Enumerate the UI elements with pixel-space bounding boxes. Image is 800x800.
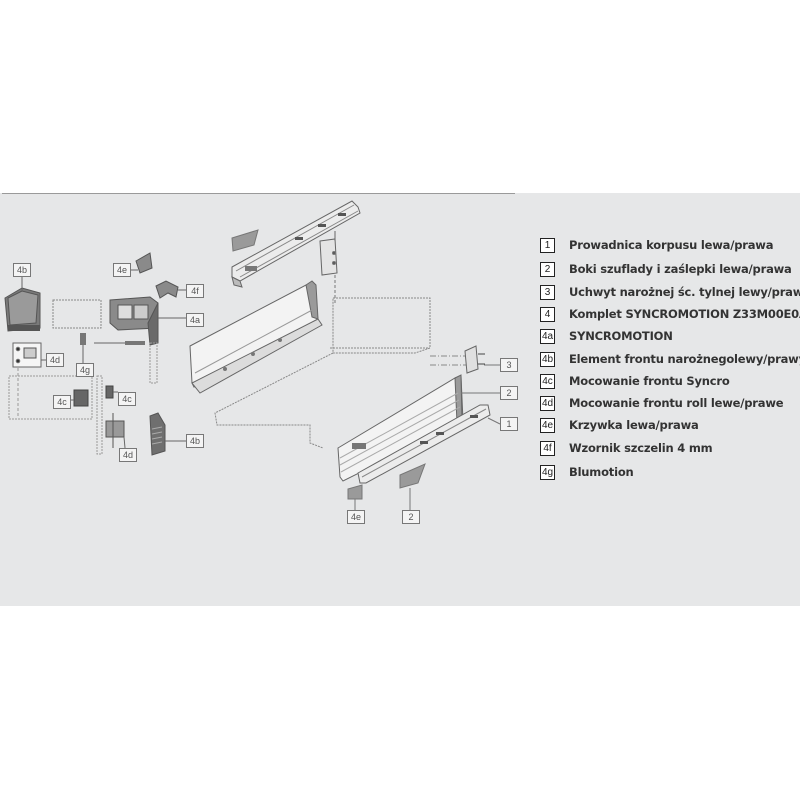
legend-label: SYNCROMOTION [569,329,673,343]
legend-item: 4c Mocowanie frontu Syncro [540,372,730,390]
legend-key: 4f [540,440,555,456]
callout-3: 3 [500,358,518,372]
legend-key: 2 [540,261,555,277]
syncromotion-unit-part [109,296,186,346]
legend-label: Wzornik szczelin 4 mm [569,441,713,455]
top-runner-part [231,200,361,288]
legend-label: Krzywka lewa/prawa [569,418,699,432]
legend-item: 4b Element frontu narożnegolewy/prawy [540,350,800,368]
callout-2: 2 [500,386,518,400]
exploded-assembly-drawing [4,200,501,510]
legend-key: 4g [540,464,555,480]
callout-4c: 4c [118,392,136,406]
callout-4b: 4b [186,434,204,448]
legend-item: 4d Mocowanie frontu roll lewe/prawe [540,394,784,412]
callout-4c: 4c [53,395,71,409]
legend-label: Komplet SYNCROMOTION Z33M00E0A6 [569,307,800,321]
legend-item: 4f Wzornik szczelin 4 mm [540,439,713,457]
legend-key: 1 [540,237,555,253]
legend-label: Element frontu narożnegolewy/prawy [569,352,800,366]
right-drawer-side-part [337,374,500,482]
legend-label: Prowadnica korpusu lewa/prawa [569,238,774,252]
left-drawer-side-part [189,280,323,394]
legend-item: 3 Uchwyt narożnej śc. tylnej lewy/prawy [540,283,800,301]
legend-item: 1 Prowadnica korpusu lewa/prawa [540,236,773,254]
legend-key: 3 [540,284,555,300]
legend-key: 4c [540,373,555,389]
legend-key: 4 [540,306,555,322]
bottom-runner-part [357,404,501,484]
legend-item: 4a SYNCROMOTION [540,327,673,345]
legend-label: Mocowanie frontu roll lewe/prawe [569,396,784,410]
legend-item: 2 Boki szuflady i zaślepki lewa/prawa [540,260,792,278]
legend-item: 4g Blumotion [540,463,634,481]
callout-1: 1 [500,417,518,431]
legend-key: 4d [540,395,555,411]
callout-4f: 4f [186,284,204,298]
callout-4d: 4d [46,353,64,367]
callout-2: 2 [402,510,420,524]
callout-4e: 4e [347,510,365,524]
callout-4a: 4a [186,313,204,327]
legend-label: Blumotion [569,465,634,479]
legend-key: 4b [540,351,555,367]
legend-item: 4 Komplet SYNCROMOTION Z33M00E0A6 [540,305,800,323]
legend-key: 4e [540,417,555,433]
callout-4g: 4g [76,363,94,377]
callout-4e: 4e [113,263,131,277]
legend-label: Uchwyt narożnej śc. tylnej lewy/prawy [569,285,800,299]
corner-front-element-part [4,277,41,332]
legend-key: 4a [540,328,555,344]
callout-4b: 4b [13,263,31,277]
callout-4d: 4d [119,448,137,462]
legend-label: Boki szuflady i zaślepki lewa/prawa [569,262,792,276]
panel-top-border [2,193,515,194]
legend-label: Mocowanie frontu Syncro [569,374,730,388]
legend-item: 4e Krzywka lewa/prawa [540,416,699,434]
